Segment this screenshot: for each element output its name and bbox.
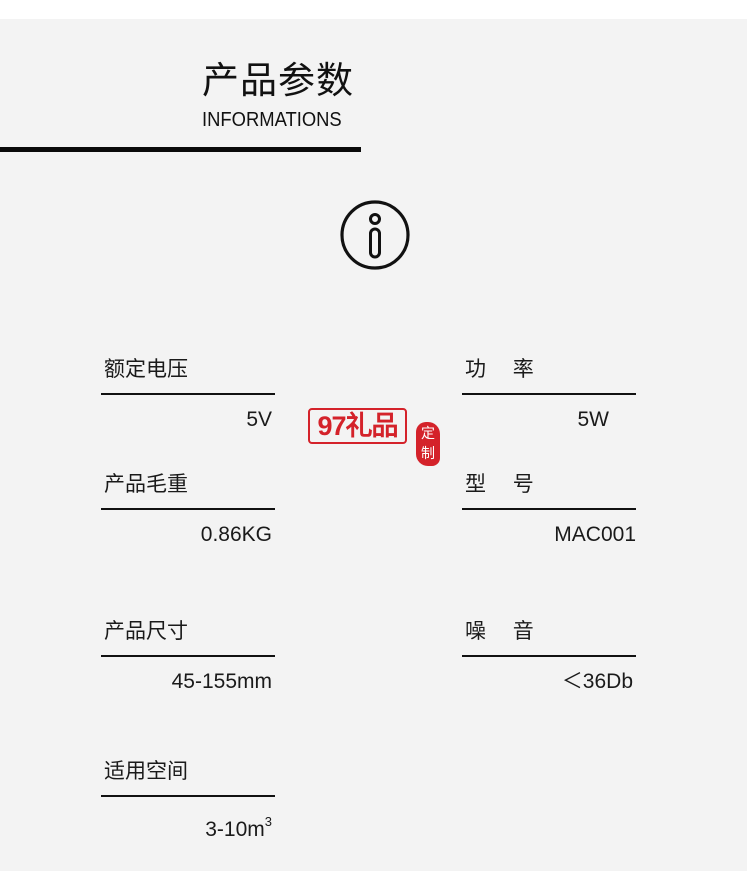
spec-value: 5W: [577, 408, 610, 431]
spec-model: 型 号 MAC001: [462, 469, 636, 548]
spec-divider: [101, 508, 275, 510]
custom-seal-icon: 定 制: [416, 422, 440, 466]
spec-divider: [101, 795, 275, 797]
spec-value: 45-155mm: [171, 670, 272, 693]
spec-value: 0.86KG: [200, 523, 272, 546]
spec-label: 适用空间: [104, 759, 188, 783]
spec-size: 产品尺寸 45-155mm: [101, 616, 275, 695]
spec-label: 功 率: [465, 357, 534, 381]
spec-value-superscript: 3: [264, 814, 272, 829]
title-divider: [0, 147, 361, 152]
page-subtitle: INFORMATIONS: [202, 109, 342, 131]
spec-divider: [462, 508, 636, 510]
spec-power: 功 率 5W: [462, 354, 636, 433]
spec-value: 5V: [246, 408, 272, 431]
spec-value: 3-10m3: [101, 809, 275, 843]
spec-divider: [101, 393, 275, 395]
spec-divider: [462, 655, 636, 657]
seal-char-bottom: 制: [421, 446, 435, 462]
page-title: 产品参数: [202, 59, 354, 102]
spec-divider: [462, 393, 636, 395]
spec-rated-voltage: 额定电压 5V: [101, 354, 275, 433]
spec-divider: [101, 655, 275, 657]
spec-noise: 噪 音 ＜36Db: [462, 616, 636, 695]
content-panel: [0, 19, 747, 871]
spec-label: 产品毛重: [104, 472, 188, 496]
seal-char-top: 定: [421, 426, 435, 442]
spec-applicable-space: 适用空间 3-10m3: [101, 756, 275, 843]
spec-label: 产品尺寸: [104, 619, 188, 643]
spec-label: 型 号: [465, 472, 534, 496]
spec-label: 额定电压: [104, 357, 188, 381]
spec-value: ＜36Db: [561, 670, 633, 693]
spec-value: MAC001: [554, 523, 636, 546]
spec-gross-weight: 产品毛重 0.86KG: [101, 469, 275, 548]
brand-watermark: 97礼品: [308, 408, 407, 444]
spec-value-text: 3-10m: [205, 818, 265, 841]
spec-label: 噪 音: [465, 619, 534, 643]
info-circle-icon: [339, 199, 411, 271]
